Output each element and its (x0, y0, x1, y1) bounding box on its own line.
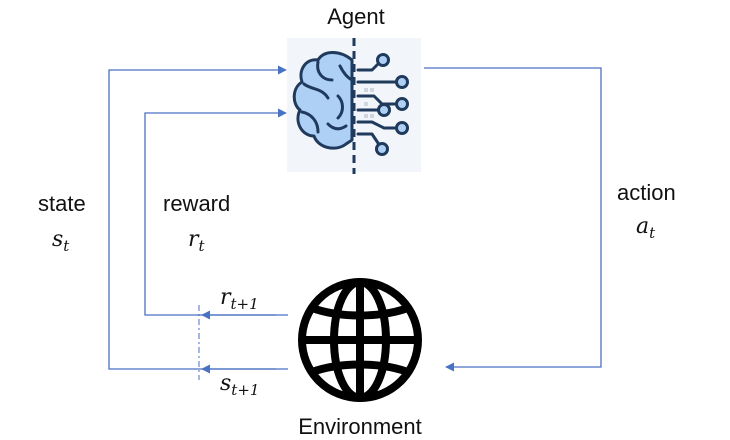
brain-circuit-icon (287, 38, 421, 174)
action-label: action (617, 180, 676, 205)
environment-title: Environment (298, 414, 422, 439)
state-feedback-line (108, 65, 288, 370)
next-state-symbol: st+1 (220, 371, 259, 399)
state-label: state (38, 191, 86, 216)
agent-title: Agent (327, 4, 385, 29)
reward-symbol: rt (188, 227, 206, 255)
action-symbol: at (636, 214, 656, 242)
globe-icon (298, 278, 422, 402)
state-symbol: st (52, 227, 70, 255)
action-line (424, 67, 602, 372)
reward-label: reward (163, 191, 230, 216)
next-reward-symbol: rt+1 (220, 285, 259, 313)
